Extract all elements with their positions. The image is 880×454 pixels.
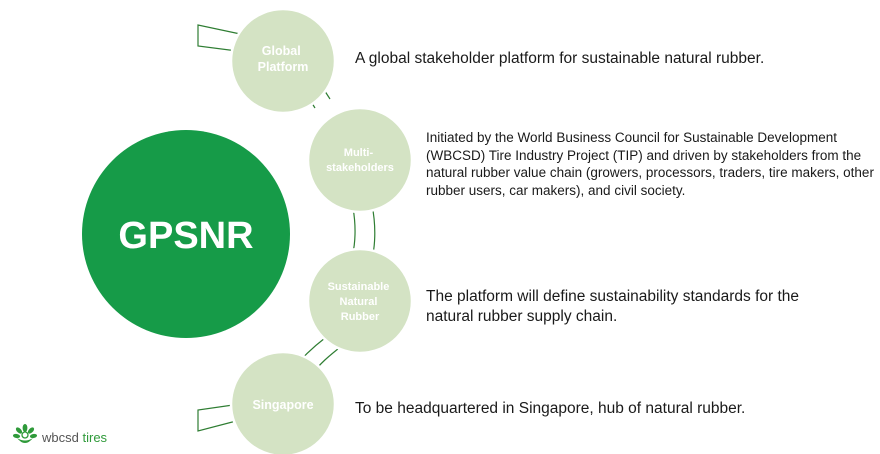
description-multi-stakeholders: Initiated by the World Business Council … <box>426 130 874 198</box>
node-label-line: Rubber <box>341 311 380 323</box>
logo-word-wbcsd: wbcsd <box>42 429 79 445</box>
description-singapore: To be headquartered in Singapore, hub of… <box>355 400 746 417</box>
gpsnr-center-circle <box>82 130 290 338</box>
node-label-line: Sustainable <box>328 281 390 293</box>
gpsnr-center-label: GPSNR <box>118 215 253 257</box>
node-circle <box>306 106 414 214</box>
node-sustainable-natural-rubber: Sustainable Natural Rubber <box>306 247 414 355</box>
node-label-line: Natural <box>340 296 378 308</box>
svg-text:Sustainable Natural: Sustainable Natural Rubber <box>328 281 393 323</box>
node-circle <box>229 7 337 115</box>
connector-global-top <box>197 24 246 53</box>
node-label-line: Global <box>262 44 301 58</box>
node-multi-stakeholders: Multi- stakeholders <box>306 106 414 214</box>
description-sustainable-natural-rubber: The platform will define sustainability … <box>426 288 800 325</box>
svg-text:Multi- stakeholders: Multi- stakeholders <box>326 147 394 174</box>
node-label-line: Singapore <box>252 398 313 412</box>
node-circle <box>229 350 337 454</box>
svg-text:Singapore: Singapore <box>252 398 313 412</box>
wbcsd-tires-logo: wbcsd tires <box>12 423 107 451</box>
node-singapore: Singapore <box>229 350 337 454</box>
node-global-platform: Global Platform <box>229 7 337 115</box>
wbcsd-leaf-logo-icon <box>12 423 38 451</box>
logo-text: wbcsd tires <box>42 430 107 445</box>
node-label-line: Multi- <box>344 147 374 159</box>
description-global-platform: A global stakeholder platform for sustai… <box>355 50 765 67</box>
logo-word-tires: tires <box>82 429 108 445</box>
node-label-line: stakeholders <box>326 162 394 174</box>
node-label-line: Platform <box>258 60 309 74</box>
connector-singapore-bottom <box>197 403 241 432</box>
node-circle <box>306 247 414 355</box>
svg-text:Global Platform: Global Platform <box>258 44 309 74</box>
